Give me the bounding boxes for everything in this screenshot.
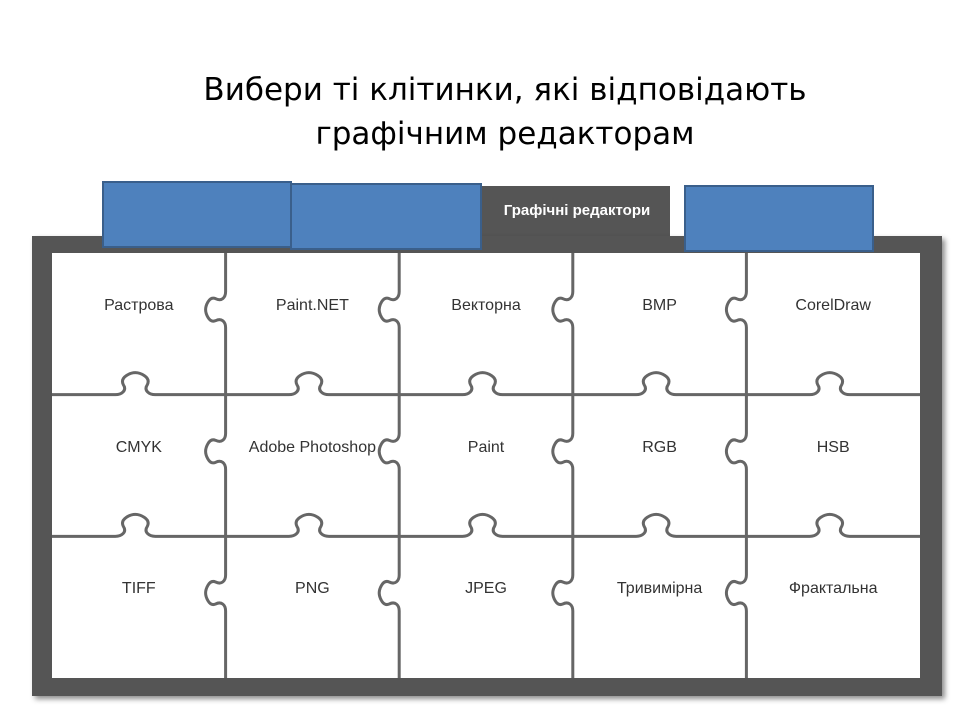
puzzle-cell-3-2[interactable]: PNG — [295, 580, 330, 598]
tab-graphic-editors[interactable]: Графічні редактори — [484, 186, 670, 236]
puzzle-cell-1-4[interactable]: BMP — [642, 296, 677, 314]
puzzle-cell-1-5[interactable]: CorelDraw — [795, 296, 871, 314]
slide-title-line-2: графічним редакторам — [315, 116, 695, 152]
puzzle-cell-3-1[interactable]: TIFF — [121, 580, 156, 598]
puzzle-cell-3-4[interactable]: Тривимірна — [616, 580, 703, 598]
puzzle-row-divider — [52, 371, 920, 397]
puzzle-background — [52, 253, 920, 678]
puzzle-column-divider — [724, 253, 748, 678]
puzzle-cell-2-5[interactable]: HSB — [816, 438, 850, 456]
cover-box-1 — [102, 181, 292, 248]
puzzle-cell-2-4[interactable]: RGB — [642, 438, 677, 456]
puzzle-cell-1-1[interactable]: Растрова — [104, 296, 174, 314]
puzzle-cell-2-2[interactable]: Adobe Photoshop — [248, 438, 376, 456]
slide-title: Вибери ті клітинки, які відповідають гра… — [0, 68, 960, 156]
cover-box-3 — [684, 185, 874, 252]
puzzle-lines — [52, 253, 920, 678]
puzzle-cell-2-3[interactable]: Paint — [467, 438, 505, 456]
slide-title-line-1: Вибери ті клітинки, які відповідають — [203, 72, 807, 108]
puzzle-cell-2-1[interactable]: CMYK — [115, 438, 162, 456]
puzzle-cell-3-5[interactable]: Фрактальна — [788, 580, 878, 598]
puzzle-row-divider — [52, 512, 920, 538]
puzzle-column-divider — [204, 253, 228, 678]
puzzle-column-divider — [377, 253, 401, 678]
puzzle-cell-3-3[interactable]: JPEG — [465, 580, 507, 598]
cover-box-2 — [290, 183, 482, 250]
puzzle-cell-1-2[interactable]: Paint.NET — [275, 296, 349, 314]
puzzle-cell-1-3[interactable]: Векторна — [451, 296, 521, 314]
puzzle-column-divider — [551, 253, 575, 678]
